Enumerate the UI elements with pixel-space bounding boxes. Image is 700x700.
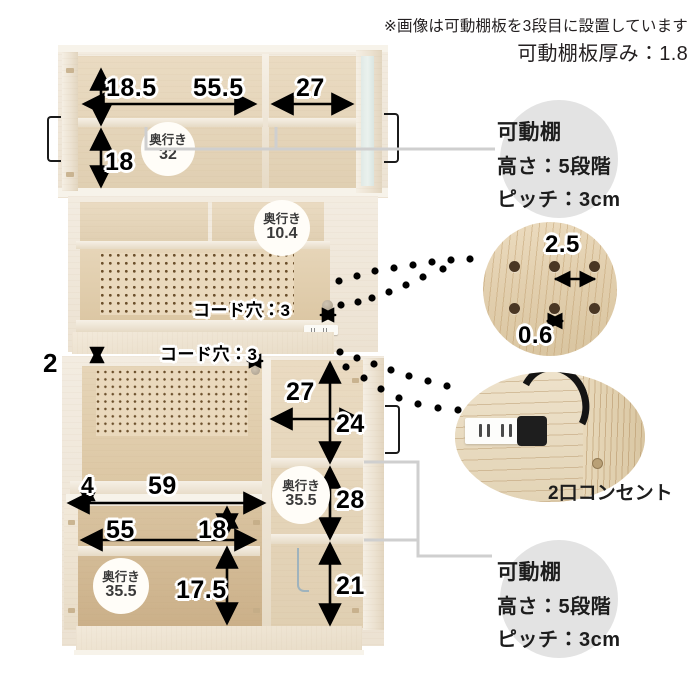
- hinge-mark: [68, 520, 75, 525]
- shelf-callout-top-line1: 可動棚: [497, 121, 562, 144]
- lower-right-door-handle[interactable]: [385, 405, 400, 454]
- peg-detail-pitch: 2.5: [543, 229, 581, 260]
- dim-top-shelf-height: 18: [103, 146, 135, 178]
- hinge-mark: [253, 520, 260, 525]
- dim-bottom-shelf-height: 17.5: [174, 574, 228, 606]
- bottom-left-door[interactable]: [64, 502, 78, 630]
- peg-detail-diameter: 0.6: [516, 320, 554, 351]
- dim-lower-right-h3: 21: [334, 570, 366, 602]
- top-right-door-handle[interactable]: [384, 113, 399, 163]
- shelf-callout-bottom-line1: 可動棚: [497, 561, 562, 584]
- depth-disc-right-column: 奥行き 35.5: [272, 466, 330, 524]
- right-column-shelf-2: [271, 534, 363, 544]
- dim-top-left-width: 18.5: [104, 72, 158, 104]
- peg-hole-detail-photo: [483, 222, 617, 356]
- top-left-door[interactable]: [62, 52, 78, 191]
- cabinet-plinth: [76, 626, 362, 652]
- dim-bottom-gap: 18: [196, 514, 228, 546]
- outlet-caption: 2口コンセント: [548, 483, 673, 504]
- shelf-callout-bottom-line3: ピッチ：3cm: [497, 629, 621, 651]
- shelf-callout-top-line3: ピッチ：3cm: [497, 189, 621, 211]
- hinge-mark: [68, 608, 75, 613]
- label-cord-hole-lower: コード穴：3: [158, 343, 259, 366]
- hinge-mark: [66, 68, 74, 73]
- lower-right-door[interactable]: [363, 358, 384, 630]
- pegboard-lower: [96, 370, 248, 436]
- top-right-shelf: [268, 118, 356, 127]
- dim-lower-right-h2: 28: [334, 484, 366, 516]
- hinge-mark: [253, 608, 260, 613]
- cord-hole-lower: [251, 366, 260, 375]
- outlet-detail-photo: [455, 372, 645, 502]
- dim-board-thickness: 2: [41, 346, 59, 380]
- shelf-callout-top: 可動棚 高さ：5段階 ピッチ：3cm: [497, 116, 621, 212]
- shelf-callout-top-line2: 高さ：5段階: [497, 156, 612, 178]
- dim-lower-right-h1: 24: [334, 408, 366, 440]
- shelf-callout-bottom: 可動棚 高さ：5段階 ピッチ：3cm: [497, 556, 621, 652]
- shelf-callout-bottom-line2: 高さ：5段階: [497, 596, 612, 618]
- dim-counter-overhang: 4: [79, 470, 96, 500]
- hinge-mark: [66, 172, 74, 177]
- top-divider-panel: [262, 54, 269, 192]
- header-shelf-thickness: 可動棚板厚み：1.8: [517, 43, 688, 65]
- depth-disc-bottom-label: 奥行き: [102, 570, 140, 585]
- outlet-strip-upper: [304, 325, 338, 335]
- depth-disc-top-value: 32: [159, 146, 177, 164]
- hinge-mark: [352, 378, 359, 383]
- dim-lower-right-width: 27: [284, 376, 316, 408]
- depth-disc-right-value: 35.5: [285, 492, 317, 510]
- depth-disc-right-label: 奥行き: [282, 479, 320, 494]
- header-note: ※画像は可動棚板を3段目に設置しています: [383, 18, 688, 35]
- label-cord-hole-upper: コード穴：3: [191, 299, 292, 322]
- peg-detail-arrows: [545, 270, 597, 330]
- middle-slide-shelf: [72, 332, 334, 354]
- depth-disc-upper-label: 奥行き: [263, 212, 301, 227]
- dim-counter-width: 59: [146, 470, 178, 502]
- top-right-door-glass: [361, 56, 374, 186]
- cabinet-floor-edge: [74, 650, 364, 655]
- shelf-callout-bottom-bg: [500, 540, 618, 658]
- middle-cubby-shelf: [76, 241, 330, 249]
- cord-hole-upper: [322, 300, 333, 311]
- pegboard-upper: [100, 253, 294, 315]
- depth-disc-bottom: 奥行き 35.5: [93, 558, 149, 614]
- middle-counter-top: [76, 320, 334, 332]
- top-cabinet-cap: [58, 45, 388, 52]
- dim-top-right-width: 27: [294, 72, 326, 104]
- cable-illustration: [297, 548, 309, 592]
- depth-disc-upper-value: 10.4: [266, 225, 298, 243]
- depth-disc-upper: 奥行き 10.4: [254, 200, 310, 256]
- depth-disc-bottom-value: 35.5: [105, 583, 137, 601]
- shelf-callout-top-bg: [500, 100, 618, 218]
- middle-cubby-left: [80, 202, 208, 242]
- depth-disc-top-label: 奥行き: [149, 133, 187, 148]
- hinge-mark: [352, 608, 359, 613]
- dim-top-mid-width: 55.5: [191, 72, 245, 104]
- dim-bottom-left-width: 55: [104, 514, 136, 546]
- right-column-shelf-1: [271, 458, 363, 468]
- top-cabinet-base: [58, 188, 388, 197]
- top-left-door-handle[interactable]: [47, 116, 61, 162]
